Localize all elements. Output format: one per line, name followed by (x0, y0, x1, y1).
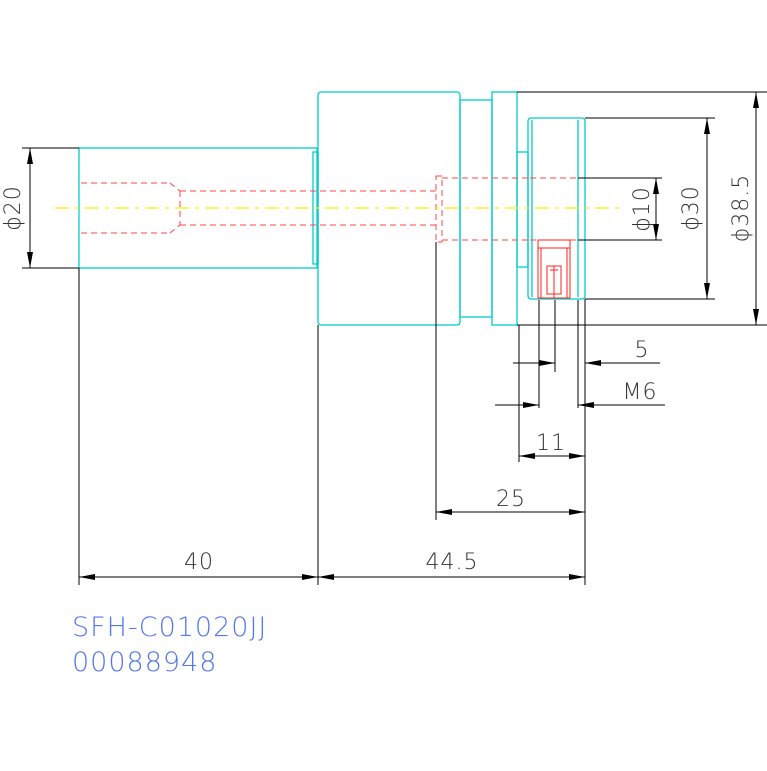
dimension-labels: ϕ20 ϕ10 ϕ30 ϕ38.5 5 M6 11 25 40 44.5 (1, 174, 754, 575)
dimension-lines (22, 91, 767, 585)
dim-roller-diameter: ϕ30 (679, 185, 704, 231)
dim-flange-diameter: ϕ38.5 (729, 174, 754, 243)
dim-thread: M6 (623, 380, 658, 405)
dim-body-length: 44.5 (426, 550, 479, 575)
dim-head-length: 25 (496, 487, 526, 512)
hidden-lines (81, 175, 578, 243)
groove-outline (516, 151, 529, 268)
dim-shaft-length: 40 (184, 550, 214, 575)
dim-shaft-diameter: ϕ20 (1, 185, 26, 231)
part-number: SFH-C01020JJ (72, 612, 268, 643)
dim-stud-width: 11 (536, 431, 566, 456)
serial-number: 00088948 (72, 647, 218, 678)
dim-hex-depth: 5 (635, 338, 650, 363)
dim-bore-diameter: ϕ10 (630, 186, 655, 232)
set-screw-detail (537, 239, 571, 299)
